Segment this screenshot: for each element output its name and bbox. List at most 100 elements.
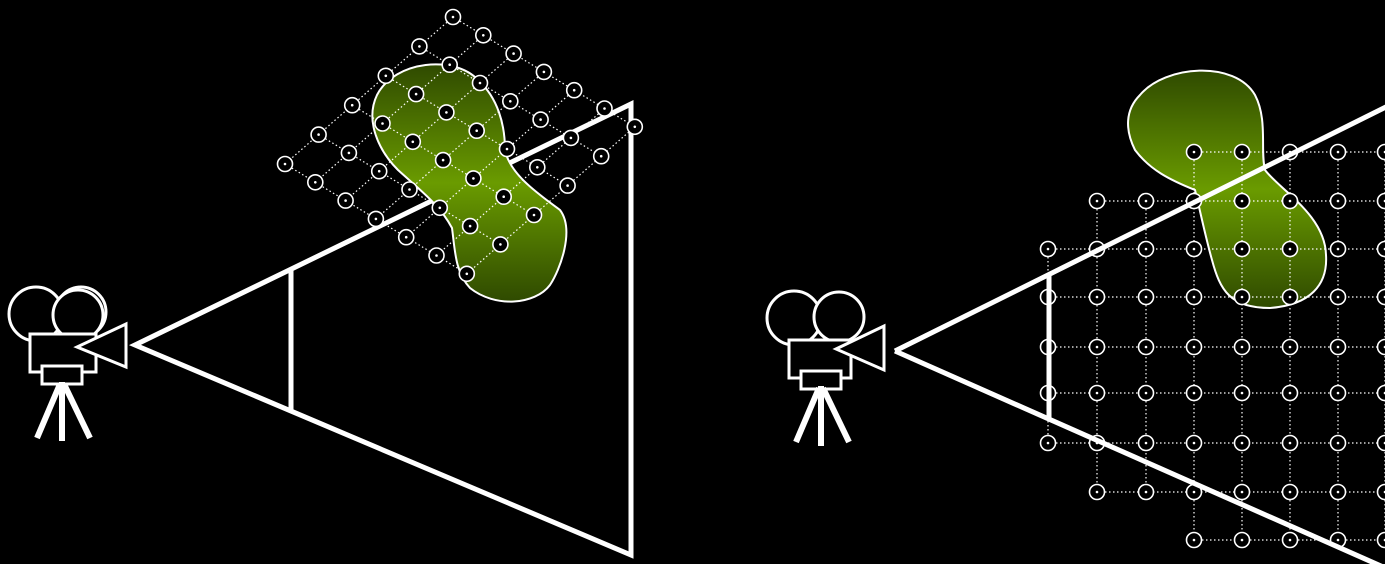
grid-sample-node — [429, 248, 444, 263]
grid-sample-node — [1283, 533, 1298, 548]
grid-sample-node — [1235, 436, 1250, 451]
grid-sample-node — [527, 208, 542, 223]
movie-camera-icon — [9, 287, 126, 441]
grid-sample-node — [1139, 386, 1154, 401]
grid-sample-node — [1235, 290, 1250, 305]
grid-sample-node — [1378, 242, 1385, 257]
grid-sample-node — [627, 119, 642, 134]
grid-sample-node — [436, 153, 451, 168]
grid-sample-node — [412, 39, 427, 54]
grid-sample-node — [432, 200, 447, 215]
grid-sample-node — [506, 46, 521, 61]
grid-sample-node — [530, 160, 545, 175]
right-panel — [767, 71, 1385, 564]
grid-sample-node — [1090, 340, 1105, 355]
grid-sample-node — [1235, 485, 1250, 500]
grid-sample-node — [1378, 145, 1385, 160]
grid-sample-node — [1283, 485, 1298, 500]
grid-sample-node — [500, 142, 515, 157]
grid-sample-node — [1331, 436, 1346, 451]
grid-sample-node — [439, 105, 454, 120]
grid-sample-node — [533, 112, 548, 127]
grid-sample-node — [1378, 533, 1385, 548]
grid-sample-node — [405, 134, 420, 149]
grid-sample-node — [1187, 386, 1202, 401]
grid-sample-node — [409, 87, 424, 102]
grid-sample-node — [1378, 290, 1385, 305]
grid-sample-node — [1283, 340, 1298, 355]
grid-sample-node — [1378, 485, 1385, 500]
grid-sample-node — [1331, 290, 1346, 305]
grid-sample-node — [442, 57, 457, 72]
grid-sample-node — [1331, 386, 1346, 401]
grid-sample-node — [1187, 340, 1202, 355]
grid-sample-node — [402, 182, 417, 197]
grid-sample-node — [473, 76, 488, 91]
grid-sample-node — [1187, 290, 1202, 305]
grid-sample-node — [1283, 386, 1298, 401]
grid-sample-node — [1139, 194, 1154, 209]
grid-sample-node — [1041, 436, 1056, 451]
grid-sample-node — [503, 94, 518, 109]
grid-sample-node — [311, 127, 326, 142]
grid-sample-node — [1235, 242, 1250, 257]
grid-sample-node — [1378, 386, 1385, 401]
grid-sample-node — [278, 157, 293, 172]
grid-sample-node — [368, 211, 383, 226]
grid-sample-node — [1283, 194, 1298, 209]
grid-sample-node — [338, 193, 353, 208]
grid-sample-node — [1187, 242, 1202, 257]
grid-sample-node — [1331, 145, 1346, 160]
grid-sample-node — [446, 10, 461, 25]
grid-sample-node — [1378, 436, 1385, 451]
green-blob — [1128, 71, 1326, 308]
grid-sample-node — [1041, 242, 1056, 257]
grid-sample-node — [1090, 386, 1105, 401]
grid-sample-node — [476, 28, 491, 43]
grid-sample-node — [1378, 194, 1385, 209]
grid-sample-node — [1090, 485, 1105, 500]
grid-sample-node — [1139, 242, 1154, 257]
grid-sample-node — [375, 116, 390, 131]
grid-sample-node — [463, 219, 478, 234]
grid-sample-node — [1139, 340, 1154, 355]
left-panel — [9, 10, 642, 556]
grid-sample-node — [1187, 436, 1202, 451]
grid-sample-node — [1235, 386, 1250, 401]
grid-sample-node — [536, 64, 551, 79]
grid-sample-node — [1283, 436, 1298, 451]
grid-sample-node — [1331, 242, 1346, 257]
grid-sample-node — [1331, 340, 1346, 355]
grid-sample-node — [1090, 290, 1105, 305]
grid-sample-node — [1331, 194, 1346, 209]
grid-sample-node — [308, 175, 323, 190]
grid-sample-node — [469, 123, 484, 138]
movie-camera-icon — [767, 291, 884, 446]
grid-sample-node — [1235, 145, 1250, 160]
grid-sample-node — [1187, 145, 1202, 160]
grid-sample-node — [567, 83, 582, 98]
grid-sample-node — [399, 230, 414, 245]
grid-sample-node — [1187, 533, 1202, 548]
grid-sample-node — [1139, 485, 1154, 500]
grid-sample-node — [496, 189, 511, 204]
grid-sample-node — [341, 145, 356, 160]
grid-sample-node — [466, 171, 481, 186]
grid-sample-node — [560, 178, 575, 193]
grid-sample-node — [459, 266, 474, 281]
grid-sample-node — [1283, 242, 1298, 257]
grid-sample-node — [1139, 436, 1154, 451]
grid-sample-node — [372, 164, 387, 179]
grid-sample-node — [563, 130, 578, 145]
grid-sample-node — [493, 237, 508, 252]
grid-sample-node — [1283, 290, 1298, 305]
grid-sample-node — [1235, 340, 1250, 355]
grid-sample-node — [345, 98, 360, 113]
grid-sample-node — [1378, 340, 1385, 355]
grid-sample-node — [594, 149, 609, 164]
grid-sample-node — [1090, 194, 1105, 209]
grid-sample-node — [378, 68, 393, 83]
grid-sample-node — [597, 101, 612, 116]
grid-sample-node — [1139, 290, 1154, 305]
